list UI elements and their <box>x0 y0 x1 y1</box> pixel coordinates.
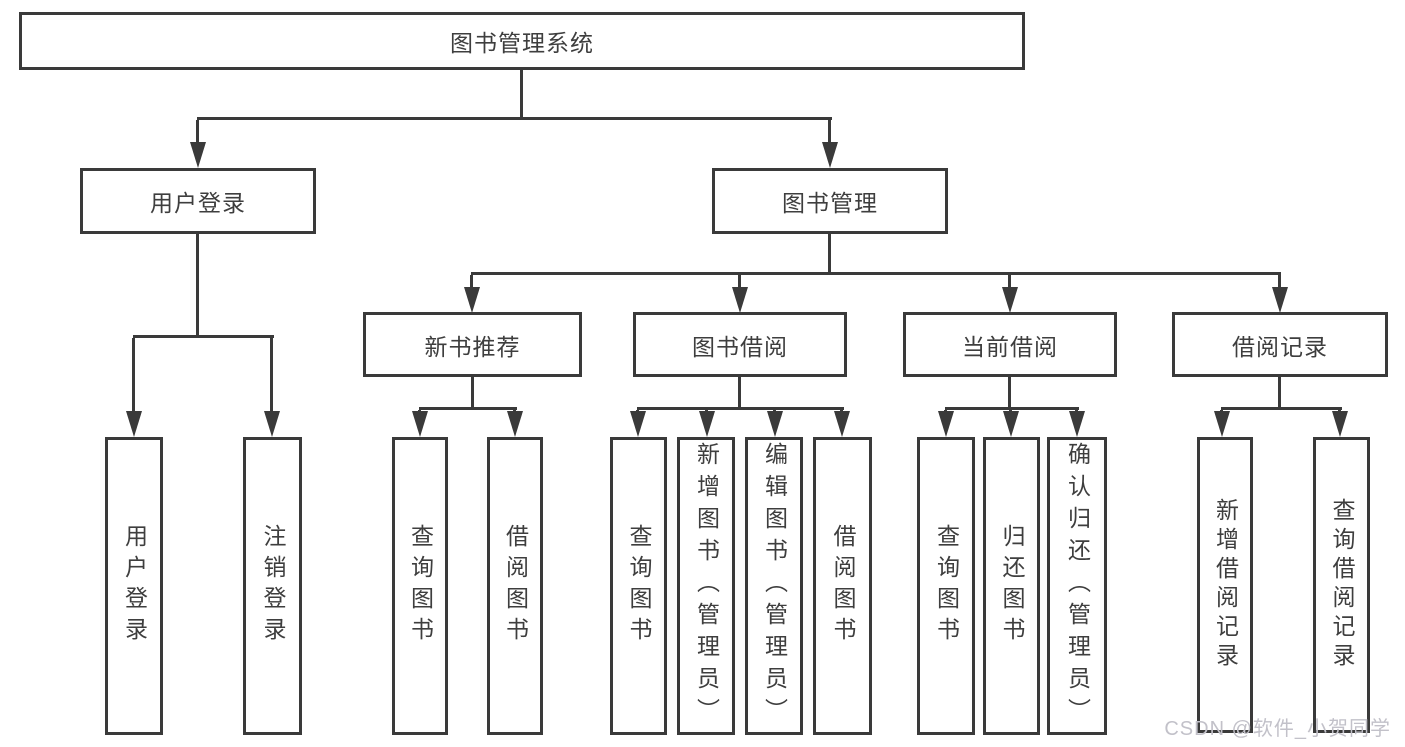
connector-line <box>1008 377 1011 408</box>
connector-line <box>470 275 473 289</box>
node-label: 图书管理系统 <box>450 30 594 56</box>
connector-arrow <box>126 411 142 437</box>
leaf-borrow-books: 借阅图书 <box>813 437 872 735</box>
connector-arrow <box>1069 411 1085 437</box>
node-label: 借阅图书 <box>830 524 856 648</box>
node-label: 归还图书 <box>999 524 1025 648</box>
connector-line <box>520 70 523 118</box>
node-user-login: 用户登录 <box>80 168 316 234</box>
node-label: 查询借阅记录 <box>1329 498 1355 672</box>
connector-line <box>197 117 832 120</box>
connector-arrow <box>834 411 850 437</box>
leaf-return-book: 归还图书 <box>983 437 1040 735</box>
node-book-borrowing: 图书借阅 <box>633 312 847 377</box>
node-label: 借阅图书 <box>502 524 529 648</box>
leaf-confirm-return-admin: 确认归还（管理员） <box>1047 437 1107 735</box>
connector-line <box>196 234 199 335</box>
watermark-csdn: CSDN @软件_小贺同学 <box>1164 718 1391 740</box>
leaf-query-books-current: 查询图书 <box>917 437 975 735</box>
connector-line <box>828 234 831 272</box>
connector-line <box>945 407 1079 410</box>
leaf-query-borrow-record: 查询借阅记录 <box>1313 437 1370 733</box>
connector-arrow <box>630 411 646 437</box>
connector-arrow <box>1214 411 1230 437</box>
connector-arrow <box>264 411 280 437</box>
connector-arrow <box>822 142 838 168</box>
connector-line <box>471 272 1281 275</box>
node-label: 编辑图书（管理员） <box>761 442 788 730</box>
connector-line <box>738 377 741 408</box>
connector-arrow <box>699 411 715 437</box>
node-label: 借阅记录 <box>1232 333 1328 360</box>
connector-arrow <box>190 142 206 168</box>
node-label: 查询图书 <box>933 524 960 648</box>
leaf-logout: 注销登录 <box>243 437 302 735</box>
node-label: 注销登录 <box>260 524 286 648</box>
node-label: 确认归还（管理员） <box>1064 442 1091 730</box>
node-label: 用户登录 <box>150 190 246 216</box>
node-book-management: 图书管理 <box>712 168 948 234</box>
connector-line <box>1278 275 1281 289</box>
connector-arrow <box>507 411 523 437</box>
connector-line <box>1278 377 1281 408</box>
connector-line <box>738 275 741 289</box>
connector-line <box>828 120 831 144</box>
connector-arrow <box>1272 287 1288 313</box>
connector-line <box>419 407 517 410</box>
leaf-query-books-borrowing: 查询图书 <box>610 437 667 735</box>
node-label: 新增图书（管理员） <box>693 442 720 730</box>
connector-arrow <box>464 287 480 313</box>
leaf-user-login: 用户登录 <box>105 437 163 735</box>
node-label: 用户登录 <box>121 524 148 648</box>
node-label: 图书管理 <box>782 190 878 216</box>
leaf-edit-book-admin: 编辑图书（管理员） <box>745 437 803 735</box>
connector-arrow <box>732 287 748 313</box>
connector-line <box>270 338 273 413</box>
connector-line <box>471 377 474 408</box>
node-label: 图书借阅 <box>692 333 788 360</box>
node-label: 新书推荐 <box>424 333 521 360</box>
connector-arrow <box>1003 411 1019 437</box>
connector-arrow <box>1332 411 1348 437</box>
node-label: 新增借阅记录 <box>1212 498 1239 672</box>
connector-line <box>1221 407 1342 410</box>
leaf-borrow-books-recommendation: 借阅图书 <box>487 437 543 735</box>
connector-arrow <box>938 411 954 437</box>
node-borrowing-records: 借阅记录 <box>1172 312 1388 377</box>
node-current-borrowing: 当前借阅 <box>903 312 1117 377</box>
connector-line <box>196 120 199 144</box>
connector-line <box>133 335 274 338</box>
leaf-query-books-recommendation: 查询图书 <box>392 437 448 735</box>
connector-arrow <box>767 411 783 437</box>
node-new-book-recommendation: 新书推荐 <box>363 312 582 377</box>
leaf-add-borrow-record: 新增借阅记录 <box>1197 437 1253 733</box>
connector-arrow <box>412 411 428 437</box>
connector-line <box>637 407 844 410</box>
node-label: 当前借阅 <box>962 333 1058 360</box>
node-label: 查询图书 <box>407 524 434 648</box>
connector-line <box>132 338 135 413</box>
connector-line <box>1008 275 1011 289</box>
leaf-add-book-admin: 新增图书（管理员） <box>677 437 735 735</box>
node-library-management-system: 图书管理系统 <box>19 12 1025 70</box>
connector-arrow <box>1002 287 1018 313</box>
node-label: 查询图书 <box>626 524 652 648</box>
